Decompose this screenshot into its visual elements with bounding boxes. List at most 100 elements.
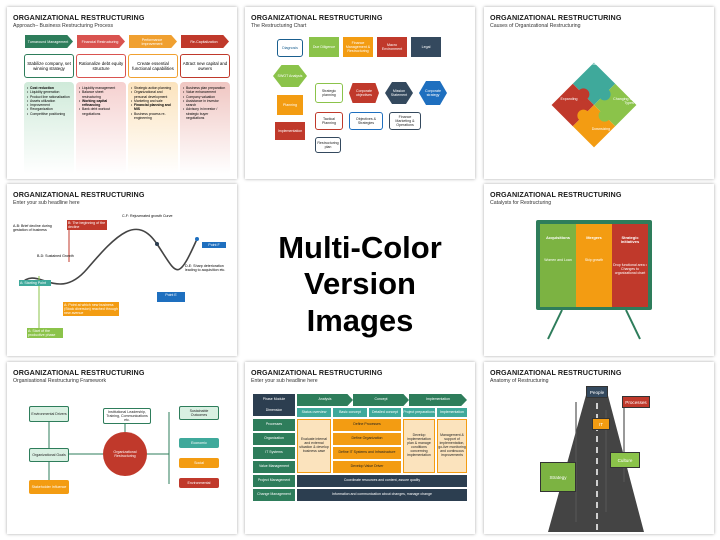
- chart-node-legal: Legal: [411, 37, 441, 57]
- slide-subtitle: Approach– Business Restructuring Process: [13, 23, 114, 29]
- table-subphase-4: Project preparations: [403, 408, 435, 417]
- puzzle-label-structural: Changing Structural Types: [613, 97, 645, 106]
- chart-node-strategic-planning: Strategic planning: [315, 83, 343, 103]
- table-bar-information: Information and communication about chan…: [297, 489, 467, 501]
- detail-item: Reorganization: [27, 107, 71, 112]
- process-goal-1: Stabilize company, set winning strategy: [24, 54, 74, 78]
- curve-label-b: B: The beginning of the decline: [67, 220, 107, 231]
- slide-thumbnail-growth-curve[interactable]: ORGANIZATIONAL RESTRUCTURING Enter your …: [7, 184, 237, 356]
- detail-item: Balance sheet restructuring: [79, 90, 123, 99]
- puzzle-label-strategy: Changing Strategy: [589, 62, 619, 66]
- chart-node-finance-marketing: Finance Marketing & Operations: [389, 112, 421, 130]
- slide-subtitle: Causes of Organizational Restructuring: [490, 23, 581, 29]
- framework-env-drivers: Environmental Drivers: [29, 406, 69, 422]
- table-row-value: Value Management: [253, 461, 295, 473]
- framework-sustainable-outcomes: Sustainable Outcomes: [179, 406, 219, 420]
- sign-people: People: [586, 386, 608, 398]
- table-cell-define-it: Define IT Systems and Infrastructure: [333, 447, 401, 459]
- table-phase-label: Phase Module: [253, 394, 295, 406]
- catalyst-col-acquisitions: Acquisitions Women and Loan: [540, 224, 576, 307]
- process-tag-2: Financial Restructuring: [77, 35, 125, 48]
- detail-item: Assets utilization: [27, 99, 71, 104]
- slide-thumbnail-business-restructuring-process[interactable]: ORGANIZATIONAL RESTRUCTURING Approach– B…: [7, 7, 237, 179]
- detail-item: Company valuation: [183, 95, 227, 100]
- sign-processes: Processes: [622, 396, 650, 408]
- slide-subtitle: Enter your sub headline here: [13, 200, 80, 206]
- process-goal-2: Rationalize debt equity structure: [76, 54, 126, 78]
- slide-thumbnail-anatomy-road[interactable]: ORGANIZATIONAL RESTRUCTURING Anatomy of …: [484, 362, 714, 534]
- chart-node-finance: Finance Management & Restructuring: [343, 37, 373, 57]
- chart-node-macro: Macro Environment: [377, 37, 407, 57]
- curve-label-bd: B-D: Sustained Growth: [37, 254, 74, 258]
- detail-item: Marketing and sale: [131, 99, 175, 104]
- sign-strategy: Strategy: [540, 462, 576, 492]
- detail-item: Value enhancement: [183, 90, 227, 95]
- table-bar-coordinate: Coordinate resources and content, assure…: [297, 475, 467, 487]
- curve-label-ab: A-B: Brief decline during gestation of b…: [13, 224, 52, 233]
- detail-item: Strategic action planning: [131, 86, 175, 91]
- table-dimension-label: Dimension: [253, 406, 295, 416]
- detail-item: Organizational and personal development: [131, 90, 175, 99]
- chart-node-tactical-planning: Tactical Planning: [315, 112, 343, 130]
- curve-point-f: Point F: [202, 242, 226, 249]
- framework-environmental: Environmental: [179, 478, 219, 488]
- catalyst-head: Mergers: [586, 235, 602, 240]
- sign-culture: Culture: [610, 452, 640, 468]
- detail-item: Liquidity management: [79, 86, 123, 91]
- process-detail-4: Business plan preparation Value enhancem…: [180, 82, 230, 174]
- detail-item: Business plan preparation: [183, 86, 227, 91]
- detail-item: Working capital refinancing: [79, 99, 123, 108]
- curve-label-start: A: Starting Point: [19, 280, 51, 287]
- slide-title: ORGANIZATIONAL RESTRUCTURING: [13, 190, 145, 199]
- slide-subtitle: Enter your sub headline here: [251, 378, 318, 384]
- detail-item: Competitive positioning: [27, 112, 71, 117]
- table-phase-implementation: Implementation: [409, 394, 467, 406]
- table-subphase-2: Basic concept: [333, 408, 367, 417]
- chart-node-planning: Planning: [277, 95, 303, 115]
- puzzle-graphic: [551, 62, 637, 148]
- table-row-processes: Processes: [253, 419, 295, 431]
- table-subphase-5: Implementation: [437, 408, 467, 417]
- detail-item: Cost reduction: [27, 86, 71, 91]
- curve-point-e: Point E: [165, 293, 177, 297]
- detail-item: Financial planning and MIS: [131, 103, 175, 112]
- framework-social: Social: [179, 458, 219, 468]
- catalyst-col-strategic: Strategic Initiatives Drop functional ar…: [612, 224, 648, 307]
- process-tag-4: Re-Capitalization: [181, 35, 229, 48]
- framework-center: Organizational Restructuring: [113, 449, 137, 458]
- process-detail-3: Strategic action planning Organizational…: [128, 82, 178, 174]
- slide-thumbnail-catalysts[interactable]: ORGANIZATIONAL RESTRUCTURING Catalysts f…: [484, 184, 714, 356]
- process-goal-4: Attract new capital and owners: [180, 54, 230, 78]
- catalyst-col-mergers: Mergers Skip growth: [576, 224, 612, 307]
- process-detail-1: Cost reduction Liquidity generation Prod…: [24, 82, 74, 174]
- table-phase-analysis: Analysis: [297, 394, 353, 406]
- table-cell-define-processes: Define Processes: [333, 419, 401, 431]
- table-row-it: IT Systems: [253, 447, 295, 459]
- slide-title: ORGANIZATIONAL RESTRUCTURING: [490, 13, 622, 22]
- slide-subtitle: Anatomy of Restructuring: [490, 378, 549, 384]
- slide-thumbnail-phase-table[interactable]: ORGANIZATIONAL RESTRUCTURING Enter your …: [245, 362, 475, 534]
- chart-node-restructuring-plan: Restructuring plan: [315, 137, 341, 153]
- chart-node-mission: Mission Statement: [385, 82, 413, 104]
- catalyst-body: Women and Loan: [544, 258, 572, 263]
- puzzle-label-expanding: Expanding: [560, 97, 578, 101]
- slide-subtitle: The Restructuring Chart: [251, 23, 307, 29]
- table-row-organization: Organization: [253, 433, 295, 445]
- detail-item: Assistance in investor search: [183, 99, 227, 108]
- framework-org-goals: Organizational Goals: [29, 448, 69, 462]
- slide-thumbnail-causes-puzzle[interactable]: ORGANIZATIONAL RESTRUCTURING Causes of O…: [484, 7, 714, 179]
- chart-node-diagnosis: Diagnosis: [277, 39, 303, 57]
- detail-item: Business process re-engineering: [131, 112, 175, 121]
- curve-label-de: D-E: Sharp deterioration leading to acqu…: [185, 264, 226, 273]
- detail-item: Improvement: [27, 103, 71, 108]
- center-headline-line-1: Multi-Color: [278, 230, 442, 265]
- detail-item: Product line rationalization: [27, 95, 71, 100]
- slide-thumbnail-framework[interactable]: ORGANIZATIONAL RESTRUCTURING Organisatio…: [7, 362, 237, 534]
- detail-item: Liquidity generation: [27, 90, 71, 95]
- process-tag-1: Turnaround Management: [25, 35, 73, 48]
- process-goal-3: Create essential functional capabilities: [128, 54, 178, 78]
- framework-stakeholder: Stakeholder Influence: [29, 480, 69, 494]
- slide-thumbnail-restructuring-chart[interactable]: ORGANIZATIONAL RESTRUCTURING The Restruc…: [245, 7, 475, 179]
- center-headline: Multi-Color Version Images: [250, 230, 470, 339]
- center-headline-line-2: Version Images: [304, 266, 416, 338]
